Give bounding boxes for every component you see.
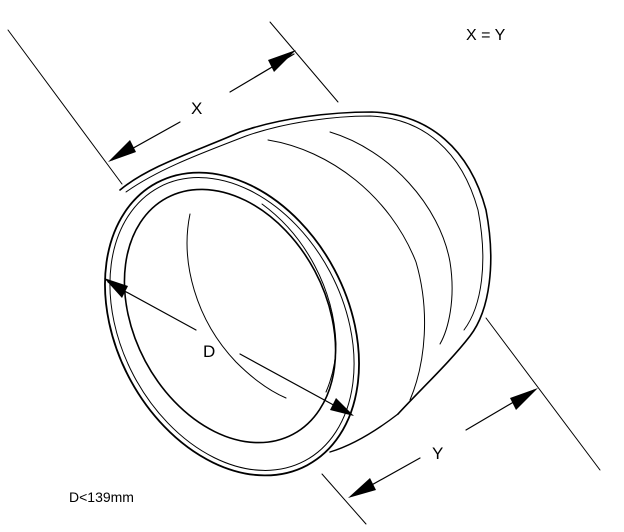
cylinder-outer-contour-inner (125, 115, 484, 331)
extension-line-bottom-right (485, 317, 601, 471)
near-end-inner-ellipse (123, 188, 337, 444)
arrowhead-y-right (510, 388, 538, 410)
dimension-y-label: Y (432, 444, 444, 463)
dimension-x-label: X (191, 99, 203, 118)
cylinder-far-rim (267, 139, 426, 401)
diameter-note: D<139mm (69, 489, 134, 505)
arrowhead-x-left (108, 140, 136, 162)
cylinder-far-rim-inner (329, 131, 453, 345)
dimension-d-line-lower (239, 353, 351, 415)
extension-line-top-left (7, 29, 123, 185)
near-end-outer-ellipse-2 (109, 177, 355, 471)
inner-bore-arc-left (186, 213, 287, 399)
arrowhead-y-left (348, 478, 376, 498)
cylinder-outer-contour (119, 111, 492, 415)
near-end-outer-ellipse (104, 171, 360, 477)
equation-label: X = Y (466, 27, 506, 44)
dimension-d-label: D (203, 342, 216, 361)
extension-line-bottom-left (321, 473, 367, 525)
cylinder-lower-contour (329, 413, 399, 453)
extension-line-top-right (269, 21, 339, 103)
arrowhead-x-right (268, 50, 296, 72)
inner-bore-arc-right (261, 203, 337, 393)
arrowhead-d-lower (330, 398, 354, 416)
arrowhead-d-upper (104, 278, 128, 298)
